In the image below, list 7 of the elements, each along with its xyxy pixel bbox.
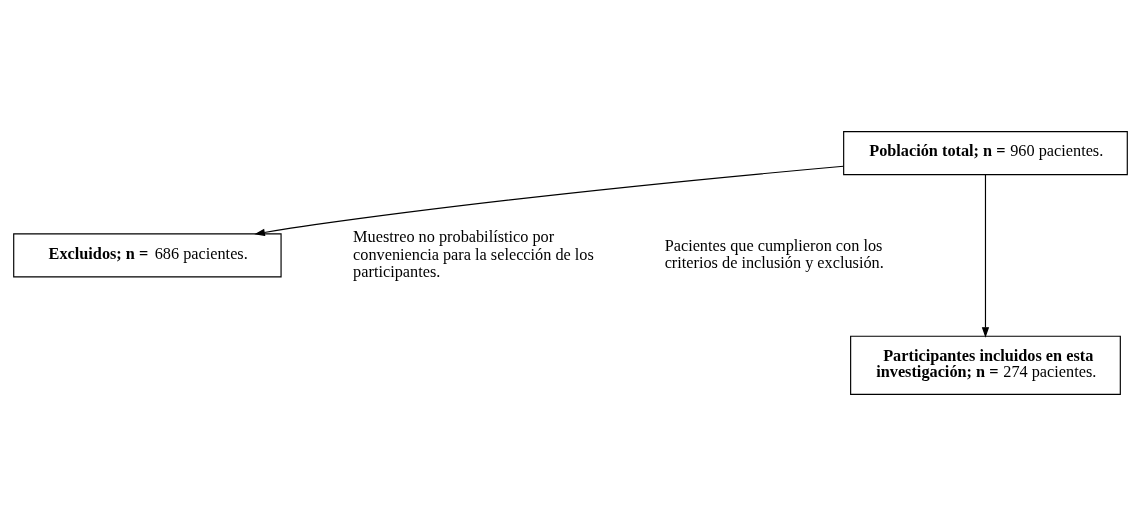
arrow [981, 173, 990, 338]
label: Pacientes que cumplieron con los criterios de inclusión y exclusión. [664, 236, 884, 272]
node-box: Participantes incluidos en esta investigación; n = 274 pacientes. [850, 335, 1121, 395]
label: Muestreo no probabilístico por conveniencia para la selección de los participantes. [353, 227, 594, 281]
node-box: Excluidos; n = 686 pacientes. [13, 232, 282, 278]
node-box: Población total; n = 960 pacientes. [843, 130, 1128, 175]
arrow [254, 165, 845, 236]
